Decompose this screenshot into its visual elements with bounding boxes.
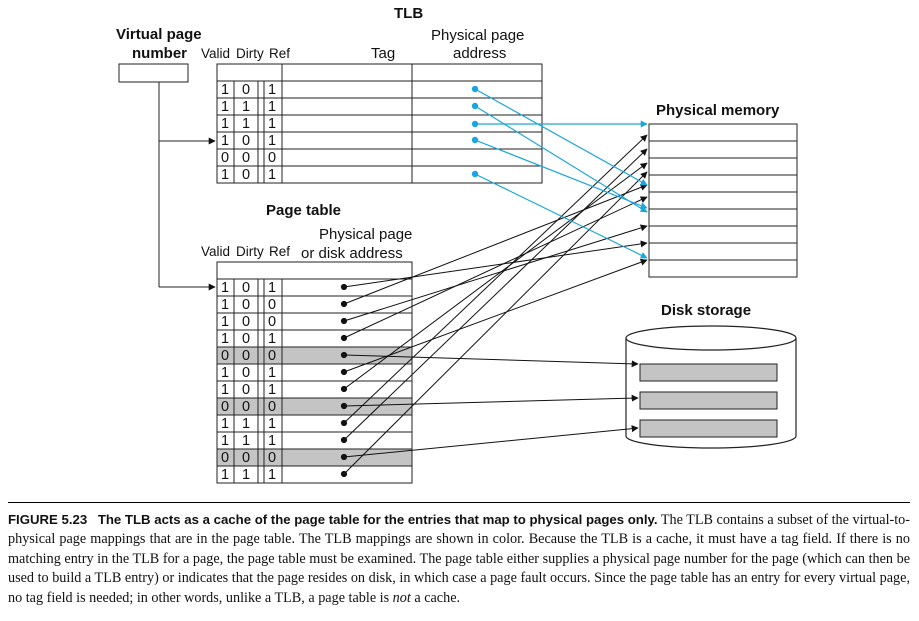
- pt-dirty-header: Dirty: [236, 244, 264, 259]
- tlb-cell: 1: [221, 116, 229, 132]
- tlb-cell: 1: [268, 167, 276, 183]
- page-table-cell: 1: [242, 467, 250, 483]
- page-table-cell: 0: [268, 297, 276, 313]
- page-table-cell: 0: [242, 348, 250, 364]
- tlb-cell: 1: [242, 116, 250, 132]
- disk-block: [639, 363, 778, 382]
- tlb-cell: 0: [242, 150, 250, 166]
- invalid-entry-shade: [217, 449, 412, 466]
- disk-storage: [625, 325, 797, 449]
- page-table-cell: 1: [242, 416, 250, 432]
- page-table-cell: 0: [242, 314, 250, 330]
- page-table-cell: 0: [242, 280, 250, 296]
- physical-memory: [648, 123, 798, 278]
- page-table-cell: 1: [268, 331, 276, 347]
- figure-caption: FIGURE 5.23 The TLB acts as a cache of t…: [8, 502, 910, 620]
- page-table-cell: 1: [268, 365, 276, 381]
- page-table-mappings: [340, 134, 648, 478]
- tlb-cell: 1: [268, 133, 276, 149]
- tlb-cell: 1: [268, 82, 276, 98]
- page-table-cell: 0: [221, 399, 229, 415]
- vpn-label-line1: Virtual page: [116, 26, 202, 43]
- page-table-cell: 1: [268, 467, 276, 483]
- pt-phys-header-line1: Physical page: [319, 226, 412, 243]
- page-table-cell: 0: [268, 450, 276, 466]
- caption-emphasis: not: [392, 589, 411, 606]
- page-table-cell: 1: [221, 433, 229, 449]
- page-table-cell: 1: [221, 331, 229, 347]
- tlb-cell: 1: [221, 82, 229, 98]
- page-table-cell: 1: [268, 416, 276, 432]
- tlb-cell: 0: [242, 167, 250, 183]
- figure-title: The TLB acts as a cache of the page tabl…: [97, 512, 658, 527]
- tlb-cell: 1: [268, 116, 276, 132]
- page-table-cell: 0: [242, 450, 250, 466]
- page-table-cell: 1: [268, 280, 276, 296]
- tlb-title: TLB: [394, 5, 423, 22]
- page-table-cell: 1: [221, 280, 229, 296]
- tlb-cell: 1: [268, 99, 276, 115]
- tlb-valid-header: Valid: [201, 46, 230, 61]
- page-table-cell: 0: [242, 297, 250, 313]
- tlb-cell: 1: [221, 167, 229, 183]
- page-table-cell: 0: [242, 399, 250, 415]
- caption-tail: a cache.: [410, 589, 461, 606]
- page-table-cell: 1: [221, 365, 229, 381]
- page-table-cell: 0: [242, 331, 250, 347]
- page-table-cell: 1: [221, 416, 229, 432]
- disk-storage-title: Disk storage: [661, 302, 751, 319]
- page-table-cell: 1: [221, 467, 229, 483]
- disk-block: [639, 391, 778, 410]
- page-table-cell: 0: [242, 365, 250, 381]
- pt-ref-header: Ref: [269, 244, 290, 259]
- page-table-cell: 1: [221, 382, 229, 398]
- invalid-entry-shade: [217, 347, 412, 364]
- page-table-title: Page table: [266, 202, 341, 219]
- page-table-cell: 0: [221, 450, 229, 466]
- figure-number: FIGURE 5.23: [8, 512, 88, 527]
- caption-body: The TLB contains a subset of the virtual…: [8, 512, 910, 606]
- tlb-cell: 0: [268, 150, 276, 166]
- tlb-ref-header: Ref: [269, 46, 290, 61]
- tlb-mappings: [471, 85, 648, 259]
- disk-block: [639, 419, 778, 438]
- tlb-cell: 0: [221, 150, 229, 166]
- page-table-cell: 1: [221, 314, 229, 330]
- page-table-cell: 0: [242, 382, 250, 398]
- page-table-cell: 0: [268, 348, 276, 364]
- page-table-cell: 1: [268, 382, 276, 398]
- page-table-cell: 1: [268, 433, 276, 449]
- pt-valid-header: Valid: [201, 244, 230, 259]
- invalid-entry-shade: [217, 398, 412, 415]
- tlb-cell: 1: [221, 133, 229, 149]
- tlb-phys-header-line1: Physical page: [431, 27, 524, 44]
- tlb-cell: 0: [242, 82, 250, 98]
- vpn-box: [118, 63, 189, 83]
- tlb-cell: 1: [221, 99, 229, 115]
- tlb-cell: 0: [242, 133, 250, 149]
- vpn-label-line2: number: [132, 45, 187, 62]
- page-table-cell: 0: [221, 348, 229, 364]
- page-table-cell: 1: [221, 297, 229, 313]
- page-table-cell: 1: [242, 433, 250, 449]
- tlb-page-table-diagram: Virtual page number TLB Valid Dirty Ref …: [116, 5, 798, 484]
- vpn-connectors: [158, 82, 216, 291]
- physical-memory-title: Physical memory: [656, 102, 780, 119]
- tlb-cell: 1: [242, 99, 250, 115]
- page-table: [216, 261, 413, 484]
- tlb-phys-header-line2: address: [453, 45, 506, 62]
- tlb-tag-header: Tag: [371, 45, 395, 62]
- pt-phys-header-line2: or disk address: [301, 245, 403, 262]
- page-table-cell: 0: [268, 314, 276, 330]
- page-table-cell: 0: [268, 399, 276, 415]
- tlb-dirty-header: Dirty: [236, 46, 264, 61]
